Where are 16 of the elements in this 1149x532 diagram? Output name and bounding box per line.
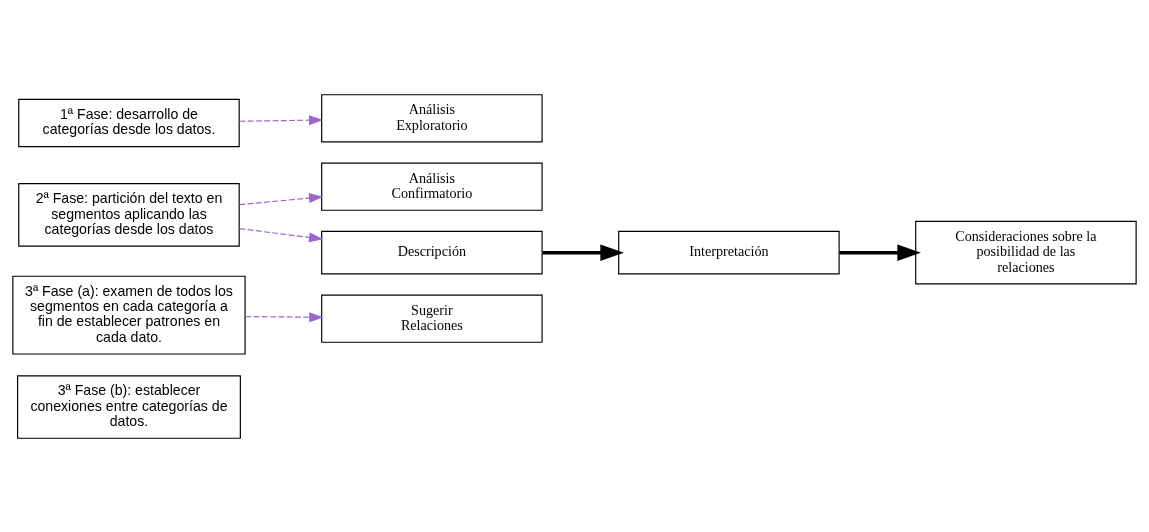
arrow — [238, 227, 324, 242]
node-box: Análisis Confirmatorio — [321, 162, 543, 211]
node-box: 3ª Fase (a): examen de todos los segmentos en cada categoría a fin de establecer patrones en cada dato. — [12, 275, 246, 355]
node-box: 3ª Fase (b): establecer conexiones entre categorías de datos. — [17, 374, 241, 439]
arrow — [542, 243, 624, 261]
node-box: 2ª Fase: partición del texto en segmentos aplicando las categorías desde los datos — [18, 182, 240, 247]
node-box: Análisis Exploratorio — [321, 93, 543, 142]
arrow — [238, 192, 324, 205]
arrow — [244, 311, 324, 322]
arrow — [839, 243, 921, 261]
node-box: Interpretación — [618, 230, 840, 274]
node-box: Descripción — [321, 230, 543, 274]
arrow — [238, 114, 324, 125]
node-box: 1ª Fase: desarrollo de categorías desde los datos. — [18, 98, 240, 147]
node-box: Sugerir Relaciones — [321, 294, 543, 343]
node-box: Consideraciones sobre la posibilidad de las relaciones — [915, 220, 1137, 284]
